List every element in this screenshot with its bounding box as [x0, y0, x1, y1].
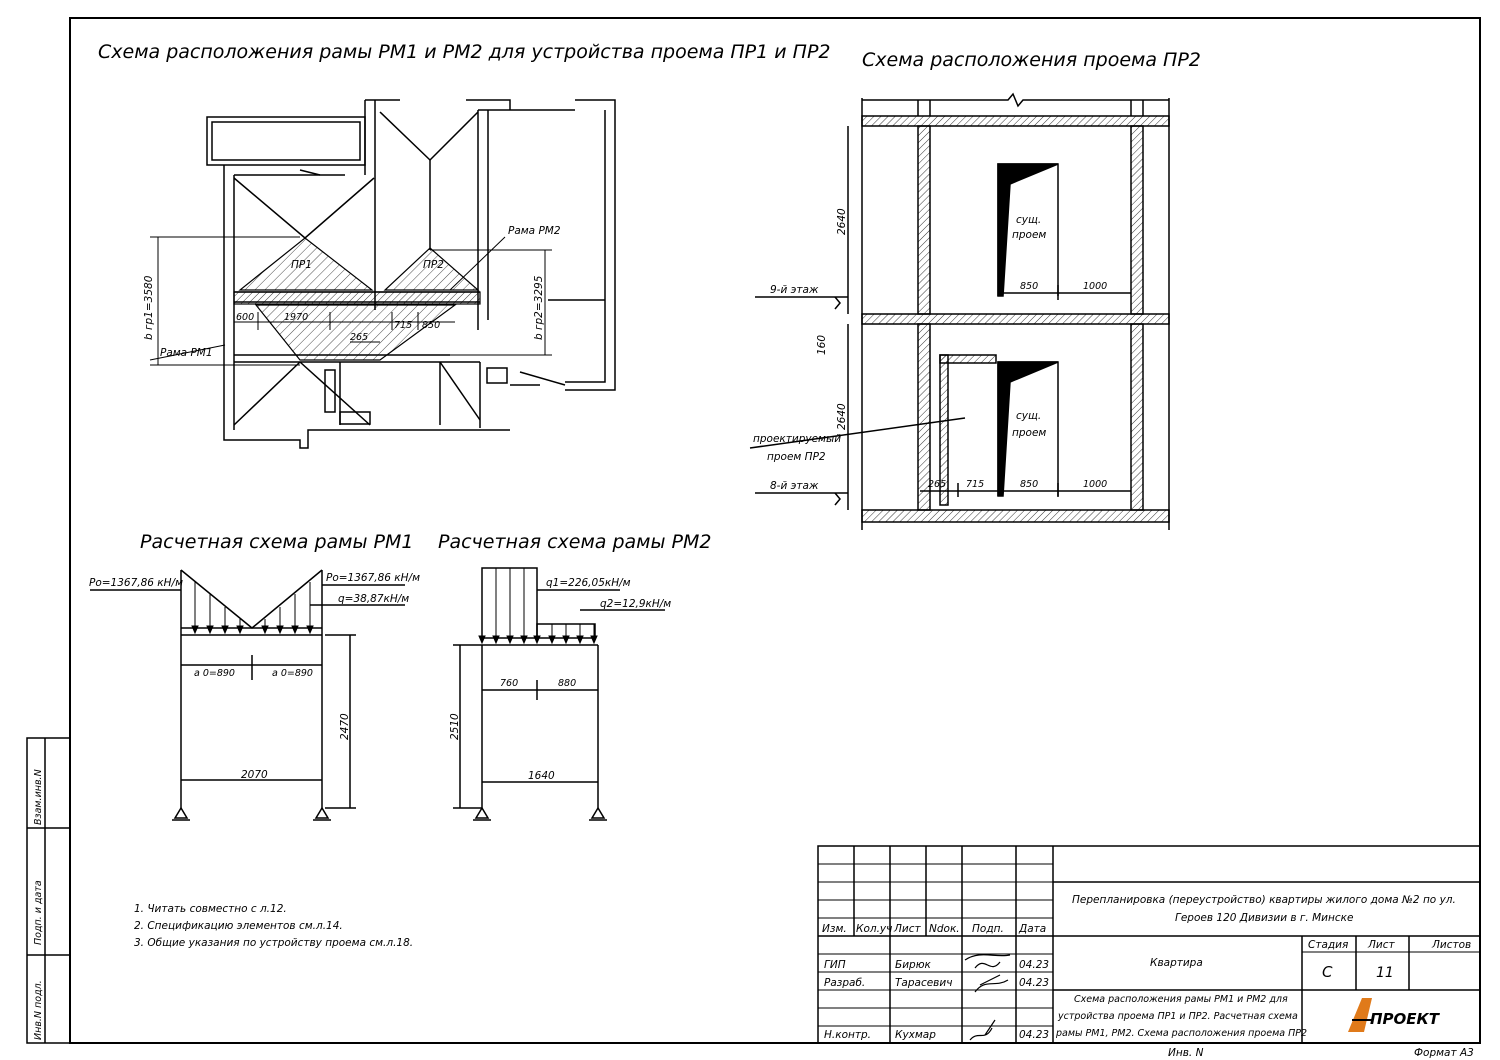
plan-rama-rm2-label: Рама РМ2 — [508, 225, 561, 237]
note-2: 2. Спецификацию элементов см.л.14. — [134, 920, 343, 932]
stamp-name-gip: Бирюк — [895, 959, 932, 971]
section-existing-label-1: сущ. — [1016, 214, 1041, 226]
rm1-load-arrows — [191, 582, 314, 635]
stamp-drawing-line2: устройства проема ПР1 и ПР2. Расчетная с… — [1057, 1011, 1298, 1022]
stamp-role-gip: ГИП — [824, 959, 846, 971]
side-podp-label: Подп. и дата — [33, 880, 44, 945]
rm2-load-arrows — [478, 568, 598, 645]
rm1-a0-right: a 0=890 — [272, 668, 313, 679]
stamp-header-koluch: Кол.уч — [856, 923, 892, 935]
note-3: 3. Общие указания по устройству проема с… — [134, 937, 413, 949]
plan-load-areas — [233, 237, 481, 361]
plan-dim-715: 715 — [394, 320, 412, 331]
side-vzam-label: Взам.инв.N — [33, 769, 44, 825]
section-existing-label-4: проем — [1012, 427, 1046, 439]
section-lower-height: 2640 — [836, 403, 848, 430]
stamp-sheets-label: Листов — [1431, 939, 1471, 951]
plan-dimensions — [149, 236, 552, 366]
rm2-dim-880: 880 — [558, 678, 576, 689]
stamp-sheet-value: 11 — [1376, 965, 1394, 981]
sheet-frame — [69, 17, 1481, 1044]
section-existing-label-2: проем — [1012, 229, 1046, 241]
stamp-project-line1: Перепланировка (переустройство) квартиры… — [1072, 894, 1456, 906]
stamp-name-razrab: Тарасевич — [895, 977, 952, 989]
side-stamp — [26, 737, 71, 1044]
plan-dim-850: 850 — [422, 320, 440, 331]
stamp-stage-value: С — [1322, 963, 1333, 981]
section-title: Схема расположения проема ПР2 — [862, 49, 1201, 71]
plan-dim-265: 265 — [350, 332, 368, 343]
company-logo: ПРОЕКТ — [1348, 998, 1441, 1032]
stamp-header-data: Дата — [1018, 923, 1046, 935]
rm2-span-label: 1640 — [528, 770, 555, 782]
plan-bgr1-label: b гр1=3580 — [143, 275, 155, 340]
stamp-role-razrab: Разраб. — [824, 977, 865, 989]
rm1-span-label: 2070 — [241, 769, 268, 781]
stamp-inv-bottom: Инв. N — [1168, 1047, 1204, 1059]
plan-title: Схема расположения рамы РМ1 и РМ2 для ус… — [98, 41, 831, 63]
stamp-header-ndok: Ndок. — [929, 923, 960, 935]
section-dim-715: 715 — [966, 479, 984, 490]
plan-pr2-label: ПР2 — [423, 259, 444, 271]
stamp-header-podp: Подп. — [972, 923, 1004, 935]
rm2-q2-label: q2=12,9кН/м — [600, 598, 671, 610]
stamp-name-nkontr: Кухмар — [895, 1029, 936, 1041]
stamp-date-razrab: 04.23 — [1019, 977, 1049, 989]
section-upper-height: 2640 — [836, 208, 848, 235]
section-floor9-label: 9-й этаж — [770, 284, 819, 296]
rm2-q1-label: q1=226,05кН/м — [546, 577, 631, 589]
stamp-header-izm: Изм. — [822, 923, 847, 935]
rm1-height-label: 2470 — [339, 713, 351, 740]
logo-text: ПРОЕКТ — [1370, 1010, 1441, 1028]
rm1-a0-left: a 0=890 — [194, 668, 235, 679]
stamp-role-nkontr: Н.контр. — [824, 1029, 871, 1041]
plan-rama-rm1-label: Рама РМ1 — [160, 347, 213, 359]
section-floor8-label: 8-й этаж — [770, 480, 819, 492]
rm2-dim-760: 760 — [500, 678, 518, 689]
section-dim-850-lower: 850 — [1020, 479, 1038, 490]
stamp-date-gip: 04.23 — [1019, 959, 1049, 971]
stamp-sheet-label: Лист — [1367, 939, 1395, 951]
section-dim-850-upper: 850 — [1020, 281, 1038, 292]
section-projected-label-2: проем ПР2 — [767, 451, 826, 463]
note-1: 1. Читать совместно с л.12. — [134, 903, 287, 915]
section-dim-1000-upper: 1000 — [1083, 281, 1107, 292]
stamp-format: Формат А3 — [1414, 1047, 1474, 1059]
stamp-date-nkontr: 04.23 — [1019, 1029, 1049, 1041]
stamp-drawing-line3: рамы РМ1, РМ2. Схема расположения проема… — [1055, 1028, 1307, 1039]
rm2-height-label: 2510 — [449, 713, 461, 740]
rm1-po-right: Po=1367,86 кН/м — [326, 572, 420, 584]
rm1-po-left: Po=1367,86 кН/м — [89, 577, 183, 589]
rm1-q-label: q=38,87кН/м — [338, 593, 409, 605]
rm1-title: Расчетная схема рамы РМ1 — [140, 531, 413, 553]
stamp-drawing-line1: Схема расположения рамы РМ1 и РМ2 для — [1074, 994, 1288, 1005]
section-existing-label-3: сущ. — [1016, 410, 1041, 422]
stamp-stage-label: Стадия — [1308, 939, 1348, 951]
stamp-header-list: Лист — [893, 923, 921, 935]
title-block — [817, 845, 1481, 1044]
plan-bgr2-label: b гр2=3295 — [533, 275, 545, 340]
section-dim-265: 265 — [928, 479, 946, 490]
plan-dim-600: 600 — [236, 312, 254, 323]
side-inv-label: Инв.N подл. — [33, 980, 44, 1040]
stamp-project-line2: Героев 120 Дивизии в г. Минске — [1175, 912, 1353, 924]
signature-marks — [964, 954, 1011, 1041]
plan-pr1-label: ПР1 — [291, 259, 312, 271]
rm1-frame — [90, 569, 405, 821]
section-dim-1000-lower: 1000 — [1083, 479, 1107, 490]
plan-dim-1970: 1970 — [284, 312, 308, 323]
section-projected-label-1: проектируемый — [753, 433, 841, 445]
section-slab-thickness: 160 — [816, 335, 828, 355]
section-drawing — [749, 92, 1170, 530]
stamp-object: Квартира — [1150, 957, 1203, 969]
rm2-title: Расчетная схема рамы РМ2 — [438, 531, 711, 553]
